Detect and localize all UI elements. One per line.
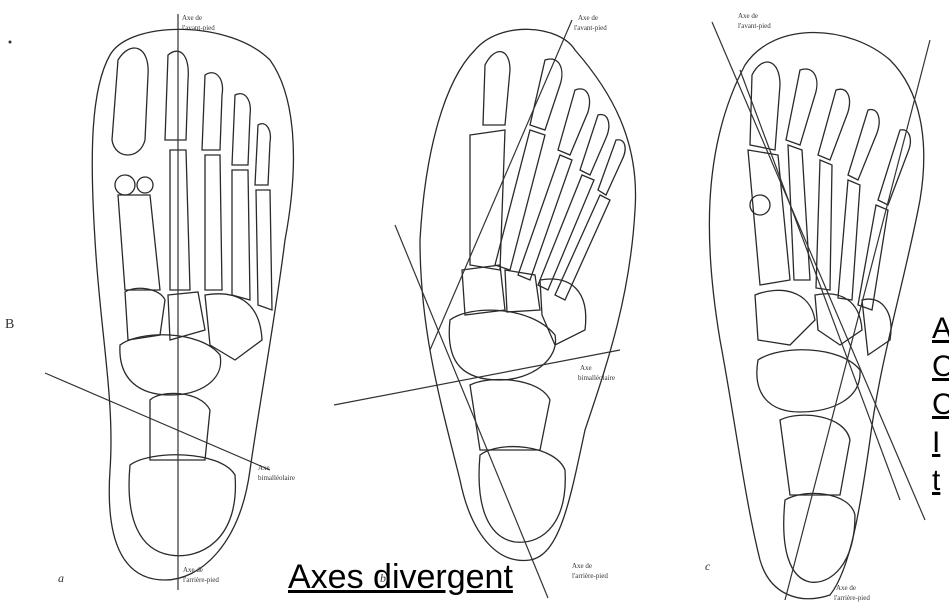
panel-a-foot bbox=[92, 29, 293, 580]
panel-a-bimalleolar-label-2: bimalléolaire bbox=[258, 474, 295, 482]
stray-dot bbox=[9, 41, 12, 44]
panel-b-forefoot-label-1: Axe de bbox=[578, 14, 598, 22]
side-margin-label: B bbox=[5, 317, 14, 332]
cutoff-text-3: C bbox=[932, 388, 949, 422]
panel-c-forefoot-label-1: Axe de bbox=[738, 12, 758, 20]
figure-caption: Axes divergent bbox=[288, 558, 513, 597]
panel-a-hindfoot-label-2: l'arrière-pied bbox=[183, 576, 219, 584]
panel-c-hindfoot-label-1: Axe de bbox=[836, 584, 856, 592]
panel-b-hindfoot-label-1: Axe de bbox=[572, 562, 592, 570]
panel-b-bimalleolar-label-2: bimalléolaire bbox=[578, 374, 615, 382]
panel-c-hindfoot-label-2: l'arrière-pied bbox=[834, 594, 870, 602]
cutoff-text-2: C bbox=[932, 350, 949, 384]
panel-b-forefoot-axis-line bbox=[430, 20, 572, 350]
panel-b-foot bbox=[420, 29, 636, 560]
panel-a-foot-outline bbox=[92, 29, 293, 580]
panel-b-bimalleolar-label-1: Axe bbox=[580, 364, 592, 372]
panel-a-forefoot-label-1: Axe de bbox=[182, 14, 202, 22]
panel-c-forefoot-label-2: l'avant-pied bbox=[738, 22, 771, 30]
panel-a-bimalleolar-label-1: Axe bbox=[258, 464, 270, 472]
panel-b-hindfoot-label-2: l'arrière-pied bbox=[572, 572, 608, 580]
panel-b-hindfoot-axis-line bbox=[395, 225, 548, 598]
panel-a-hallux bbox=[112, 48, 148, 155]
panel-a-forefoot-label-2: l'avant-pied bbox=[182, 24, 215, 32]
panel-c-forefoot-axis-line bbox=[712, 22, 925, 520]
panel-c-letter: c bbox=[705, 559, 711, 573]
panel-c-foot bbox=[709, 33, 923, 599]
cutoff-text-4: I bbox=[932, 426, 940, 460]
panel-b-forefoot-label-2: l'avant-pied bbox=[574, 24, 607, 32]
panel-a-hindfoot-label-1: Axe de bbox=[183, 566, 203, 574]
cutoff-text-1: A bbox=[932, 312, 949, 346]
panel-b-foot-outline bbox=[420, 29, 636, 560]
cutoff-text-5: t bbox=[932, 464, 940, 498]
panel-a-letter: a bbox=[58, 571, 64, 585]
